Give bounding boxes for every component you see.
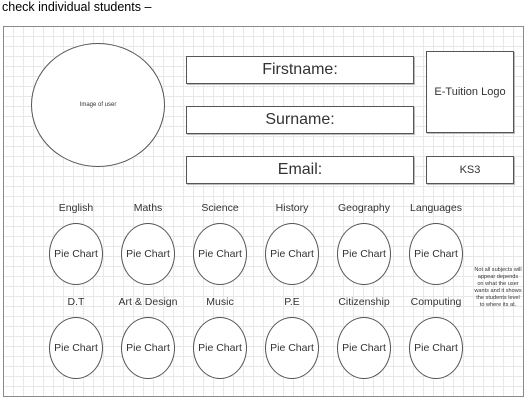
surname-label: Surname: — [265, 111, 335, 128]
subject-languages[interactable]: Languages Pie Chart — [400, 201, 472, 285]
brand-logo: E-Tuition Logo — [426, 51, 514, 133]
subject-pe[interactable]: P.E Pie Chart — [256, 295, 328, 379]
subject-dt[interactable]: D.T Pie Chart — [40, 295, 112, 379]
subject-science[interactable]: Science Pie Chart — [184, 201, 256, 285]
key-stage-badge: KS3 — [426, 156, 514, 184]
subject-label: Music — [206, 296, 234, 308]
subject-pie-chart[interactable]: Pie Chart — [409, 317, 463, 379]
subject-maths[interactable]: Maths Pie Chart — [112, 201, 184, 285]
subject-pie-chart[interactable]: Pie Chart — [49, 317, 103, 379]
subject-pie-chart[interactable]: Pie Chart — [265, 317, 319, 379]
subject-music[interactable]: Music Pie Chart — [184, 295, 256, 379]
subject-label: Geography — [338, 202, 390, 214]
subject-citizenship[interactable]: Citizenship Pie Chart — [328, 295, 400, 379]
page-caption: check individual students – — [2, 0, 152, 14]
pie-chart-label: Pie Chart — [54, 248, 98, 260]
pie-chart-label: Pie Chart — [126, 248, 170, 260]
subject-label: D.T — [67, 296, 85, 308]
key-stage-text: KS3 — [459, 164, 481, 176]
pie-chart-label: Pie Chart — [126, 342, 170, 354]
pie-chart-label: Pie Chart — [414, 342, 458, 354]
user-avatar: Image of user — [31, 43, 165, 167]
subject-geography[interactable]: Geography Pie Chart — [328, 201, 400, 285]
avatar-label: Image of user — [79, 102, 117, 108]
subject-pie-chart[interactable]: Pie Chart — [49, 223, 103, 285]
pie-chart-label: Pie Chart — [342, 342, 386, 354]
subject-label: Languages — [410, 202, 462, 214]
subject-label: English — [58, 202, 94, 214]
subject-pie-chart[interactable]: Pie Chart — [121, 223, 175, 285]
pie-chart-label: Pie Chart — [342, 248, 386, 260]
firstname-field[interactable]: Firstname: — [186, 56, 414, 84]
subject-pie-chart[interactable]: Pie Chart — [337, 223, 391, 285]
subject-computing[interactable]: Computing Pie Chart — [400, 295, 472, 379]
subjects-note: Not all subjects will appear depends on … — [474, 267, 522, 308]
subject-pie-chart[interactable]: Pie Chart — [121, 317, 175, 379]
pie-chart-label: Pie Chart — [198, 248, 242, 260]
subject-label: Art & Design — [118, 296, 178, 308]
subject-pie-chart[interactable]: Pie Chart — [337, 317, 391, 379]
subject-label: Citizenship — [338, 296, 390, 308]
firstname-label: Firstname: — [262, 61, 338, 78]
subject-english[interactable]: English Pie Chart — [40, 201, 112, 285]
subject-pie-chart[interactable]: Pie Chart — [193, 223, 247, 285]
pie-chart-label: Pie Chart — [270, 342, 314, 354]
subject-label: History — [275, 202, 309, 214]
subject-label: P.E — [284, 296, 300, 308]
email-label: Email: — [277, 161, 323, 178]
pie-chart-label: Pie Chart — [414, 248, 458, 260]
subject-pie-chart[interactable]: Pie Chart — [265, 223, 319, 285]
subject-pie-chart[interactable]: Pie Chart — [409, 223, 463, 285]
subject-label: Science — [201, 202, 239, 214]
subject-label: Computing — [410, 296, 462, 308]
pie-chart-label: Pie Chart — [198, 342, 242, 354]
pie-chart-label: Pie Chart — [270, 248, 314, 260]
email-field[interactable]: Email: — [186, 156, 414, 184]
subject-history[interactable]: History Pie Chart — [256, 201, 328, 285]
logo-text: E-Tuition Logo — [434, 86, 506, 98]
subject-art-design[interactable]: Art & Design Pie Chart — [112, 295, 184, 379]
subject-label: Maths — [133, 202, 163, 214]
subject-pie-chart[interactable]: Pie Chart — [193, 317, 247, 379]
pie-chart-label: Pie Chart — [54, 342, 98, 354]
surname-field[interactable]: Surname: — [186, 106, 414, 134]
